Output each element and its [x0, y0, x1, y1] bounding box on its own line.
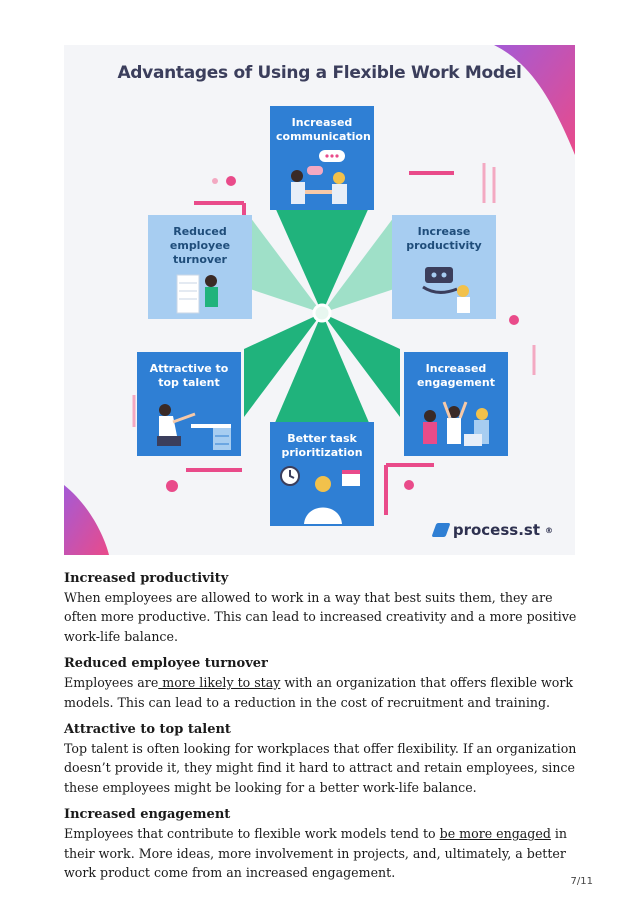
clock-calendar-icon	[280, 466, 360, 524]
be-more-engaged-link[interactable]: be more engaged	[439, 826, 551, 842]
team-celebration-icon	[423, 401, 489, 446]
section-heading: Increased productivity	[64, 571, 229, 586]
papers-stack-icon	[176, 274, 218, 314]
card-label: Increase productivity	[406, 225, 482, 252]
card-label: Better task prioritization	[281, 432, 363, 459]
corner-blob-top-right	[494, 45, 575, 155]
section-text: Employees that contribute to flexible wo…	[64, 826, 568, 881]
card-increased-engagement: Increased engagement	[404, 352, 508, 456]
process-st-logo: process.st ®	[431, 521, 553, 539]
accent-dot	[226, 176, 236, 186]
section-increased-engagement: Increased engagement Employees that cont…	[64, 805, 584, 882]
section-increased-productivity: Increased productivity When employees ar…	[64, 569, 584, 646]
corner-blob-bottom-left	[64, 485, 109, 555]
section-heading: Increased engagement	[64, 807, 231, 823]
more-likely-to-stay-link[interactable]: more likely to stay	[158, 675, 281, 691]
section-text: When employees are allowed to work in a …	[64, 590, 577, 644]
chat-bubble-icon	[291, 150, 347, 204]
card-label: Increased engagement	[417, 362, 495, 389]
card-increase-productivity: Increase productivity	[392, 215, 496, 319]
card-increased-communication: Increased communication	[270, 106, 374, 210]
page-number: 7/11	[570, 876, 593, 887]
infographic-background	[64, 45, 575, 555]
section-attractive-to-top-talent: Attractive to top talent Top talent is o…	[64, 720, 584, 797]
card-label: Attractive to top talent	[149, 362, 229, 389]
ray-top	[274, 205, 370, 313]
card-label: Increased communication	[276, 116, 371, 143]
center-node	[312, 303, 332, 323]
section-heading: Attractive to top talent	[64, 722, 231, 738]
section-text: Top talent is often looking for workplac…	[64, 741, 577, 795]
card-reduced-employee-turnover: Reduced employee turnover	[148, 215, 252, 319]
section-text: Employees are more likely to stay with a…	[64, 675, 573, 710]
article-body: Increased productivity When employees ar…	[64, 569, 584, 890]
section-reduced-employee-turnover: Reduced employee turnover Employees are …	[64, 654, 584, 712]
process-st-logo-icon	[431, 523, 451, 537]
accent-bracket-bottom-right	[384, 463, 434, 515]
logo-mark: ®	[545, 525, 553, 535]
robot-icon	[422, 267, 470, 313]
card-label: Reduced employee turnover	[169, 225, 231, 266]
infographic-title: Advantages of Using a Flexible Work Mode…	[117, 63, 522, 83]
ray-lower-left	[244, 313, 322, 417]
ray-lower-right	[322, 313, 400, 417]
desk-worker-icon	[157, 404, 231, 450]
ray-upper-right	[322, 217, 394, 313]
section-heading: Reduced employee turnover	[64, 656, 268, 672]
ray-bottom	[274, 313, 370, 425]
card-attractive-to-top-talent: Attractive to top talent	[137, 352, 241, 456]
card-better-task-prioritization: Better task prioritization	[270, 422, 374, 526]
ray-upper-left	[250, 217, 322, 313]
logo-text: process.st	[452, 521, 540, 539]
infographic: Advantages of Using a Flexible Work Mode…	[64, 45, 575, 555]
